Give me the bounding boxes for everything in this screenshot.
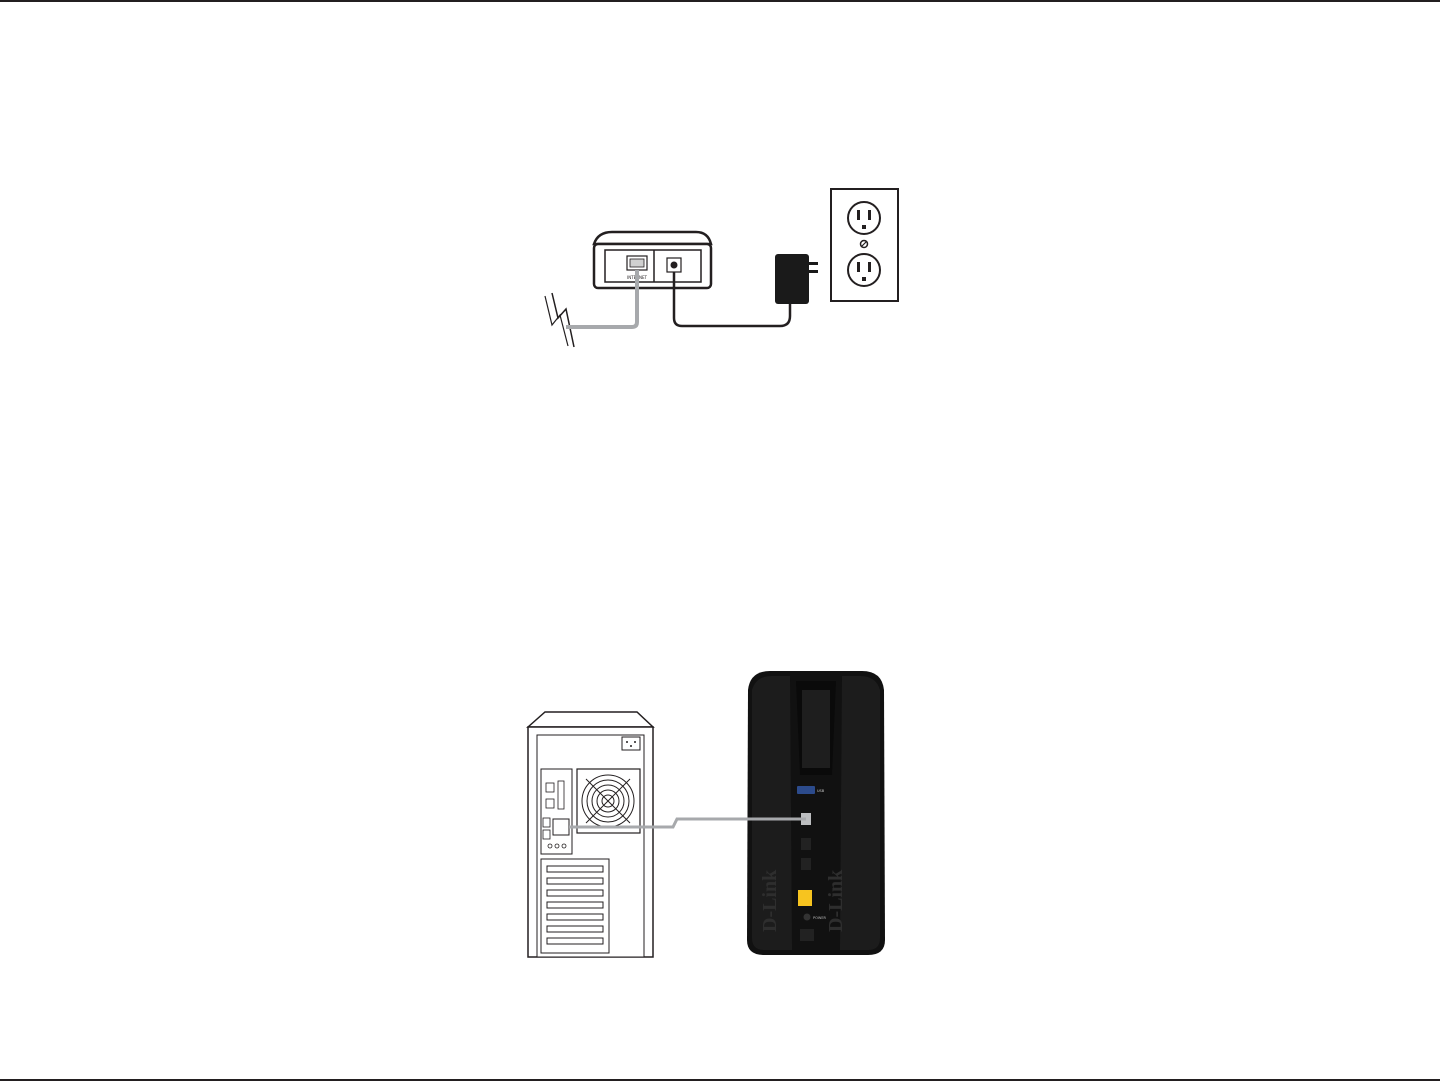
router-icon: USB POWER D-Link D-Link [747,671,885,955]
router-brand-logo-right: D-Link [825,869,847,932]
pc-tower-icon [528,712,653,957]
wall-outlet-icon [831,189,898,301]
lightning-icon-outline [545,296,568,346]
power-adapter-icon [775,254,818,304]
router-brand-logo-left: D-Link [759,869,781,932]
modem-icon: INTERNET [594,232,711,288]
router-usb-label: USB [817,789,825,793]
